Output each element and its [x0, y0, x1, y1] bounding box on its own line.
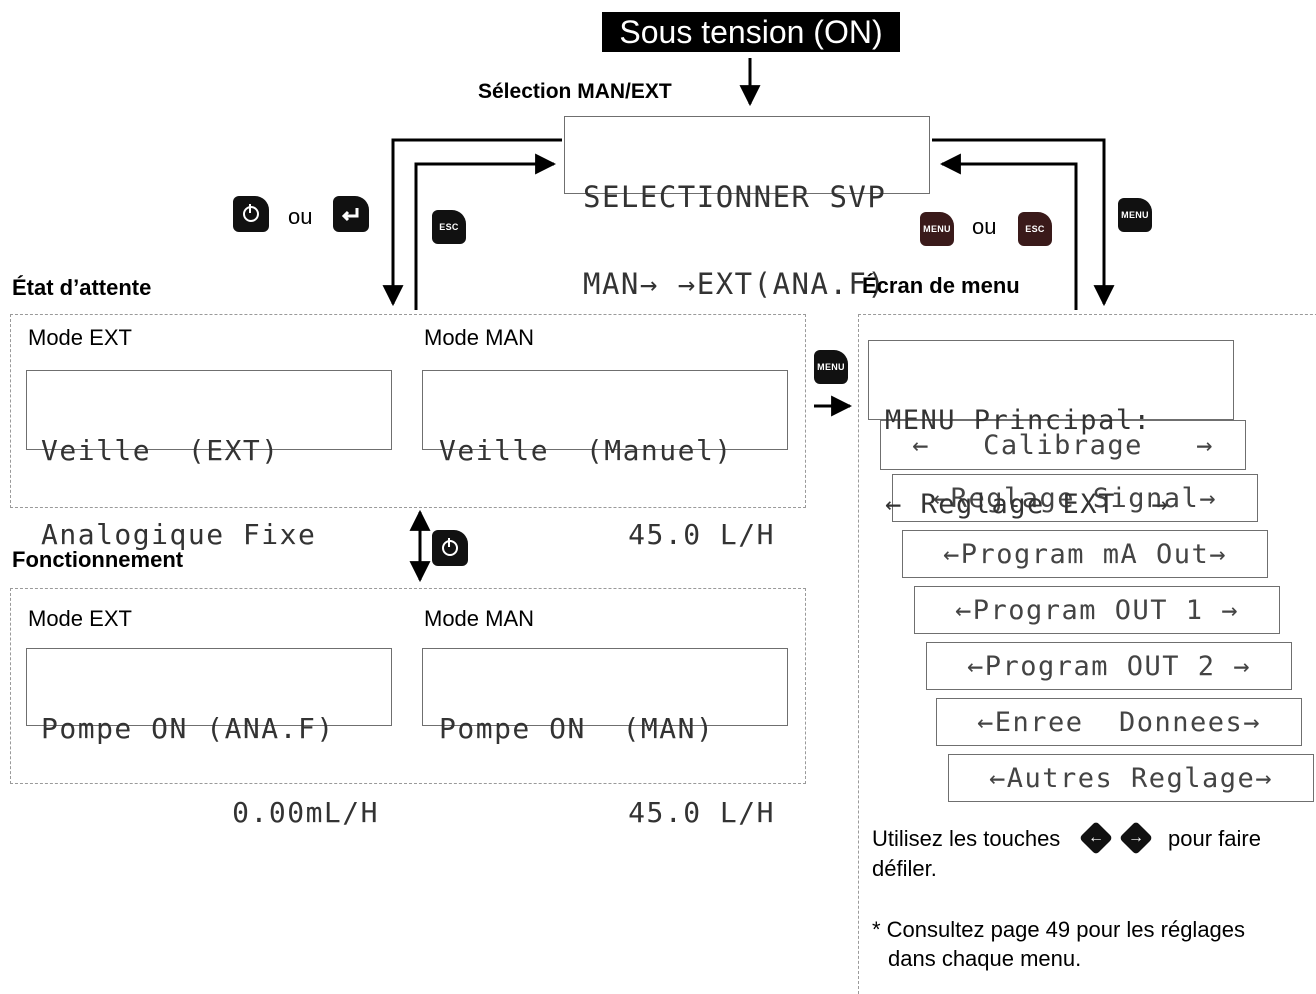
menu-item-6[interactable]: ←Program OUT 2 →: [926, 642, 1292, 690]
select-lcd-line1: SELECTIONNER SVP: [583, 180, 887, 214]
operation-ext-line1: Pompe ON (ANA.F): [41, 712, 335, 745]
menu-note-post: pour faire: [1168, 826, 1261, 851]
operation-man-line2: 45.0 L/H: [628, 796, 775, 829]
operation-man-label: Mode MAN: [424, 606, 535, 631]
ou-label-right: ou: [972, 214, 997, 239]
operation-ext-line2: 0.00mL/H: [232, 796, 379, 829]
right-arrow-key[interactable]: →: [1119, 821, 1153, 855]
enter-icon: [341, 208, 359, 222]
title-text: Sous tension (ON): [619, 13, 883, 50]
operation-man-line1: Pompe ON (MAN): [439, 712, 715, 745]
menu-item-2[interactable]: ← Calibrage →: [880, 420, 1246, 470]
ou-label-left: ou: [288, 204, 313, 229]
standby-ext-line1: Veille (EXT): [41, 434, 280, 467]
menu-item-7[interactable]: ←Enree Donnees→: [936, 698, 1302, 746]
menu-main-line2: ← Reglage EXT →: [885, 489, 1170, 520]
menu-box: [858, 314, 1316, 994]
esc-key-left[interactable]: ESC: [432, 210, 466, 244]
standby-man-label: Mode MAN: [424, 325, 535, 350]
menu-item-4[interactable]: ←Program mA Out→: [902, 530, 1268, 578]
select-lcd: SELECTIONNER SVP MAN→ →EXT(ANA.F): [564, 116, 930, 299]
title-banner: Sous tension (ON): [602, 12, 900, 52]
menu-key-3[interactable]: MENU: [814, 350, 848, 384]
power-key-2[interactable]: [432, 530, 468, 566]
standby-man-line2: 45.0 L/H: [628, 518, 775, 551]
left-arrow-icon: ←: [1088, 829, 1104, 846]
standby-ext-label: Mode EXT: [28, 325, 132, 350]
operation-ext-label: Mode EXT: [28, 606, 132, 631]
enter-key[interactable]: [333, 196, 369, 232]
left-arrow-key[interactable]: ←: [1079, 821, 1113, 855]
menu-item-3[interactable]: ←Reglage Signal→: [892, 474, 1258, 522]
standby-man-line1: Veille (Manuel): [439, 434, 733, 467]
selection-label: Sélection MAN/EXT: [478, 80, 672, 103]
footnote-line1: * Consultez page 49 pour les réglages: [872, 917, 1246, 942]
menu-back-arrow: [939, 153, 1078, 310]
esc-key-right[interactable]: ESC: [1018, 212, 1052, 246]
standby-man-lcd: Veille (Manuel) 45.0 L/H: [422, 370, 788, 549]
right-arrow-icon: →: [1128, 829, 1144, 846]
standby-ext-lcd: Veille (EXT) Analogique Fixe: [26, 370, 392, 549]
select-to-standby-arrow: [382, 138, 562, 307]
esc-back-arrow: [414, 153, 557, 310]
footnote-line2: dans chaque menu.: [888, 946, 1082, 971]
standby-ext-line2: Analogique Fixe: [41, 518, 317, 551]
operation-ext-lcd: Pompe ON (ANA.F) 0.00mL/H: [26, 648, 392, 827]
menu-key-2[interactable]: MENU: [1118, 198, 1152, 232]
menu-note-line2: défiler.: [872, 856, 937, 881]
operation-box: [10, 588, 806, 784]
select-lcd-line2: MAN→ →EXT(ANA.F): [583, 267, 887, 301]
power-key[interactable]: [233, 196, 269, 232]
standby-box: [10, 314, 806, 508]
menu-note-pre: Utilisez les touches: [872, 826, 1061, 851]
operation-man-lcd: Pompe ON (MAN) 45.0 L/H: [422, 648, 788, 827]
menu-main-line1: MENU Principal:: [885, 405, 1152, 436]
power-icon-2: [442, 538, 458, 556]
menu-item-8[interactable]: ←Autres Reglage→: [948, 754, 1314, 802]
select-to-menu-arrow: [932, 138, 1115, 307]
standby-title: État d’attente: [12, 275, 152, 300]
power-icon: [243, 204, 259, 222]
menu-main-lcd[interactable]: MENU Principal: ← Reglage EXT →: [868, 340, 1234, 519]
operation-title: Fonctionnement: [12, 547, 184, 572]
menu-title: Écran de menu: [862, 273, 1020, 298]
menu-key-1[interactable]: MENU: [920, 212, 954, 246]
menu-item-5[interactable]: ←Program OUT 1 →: [914, 586, 1280, 634]
